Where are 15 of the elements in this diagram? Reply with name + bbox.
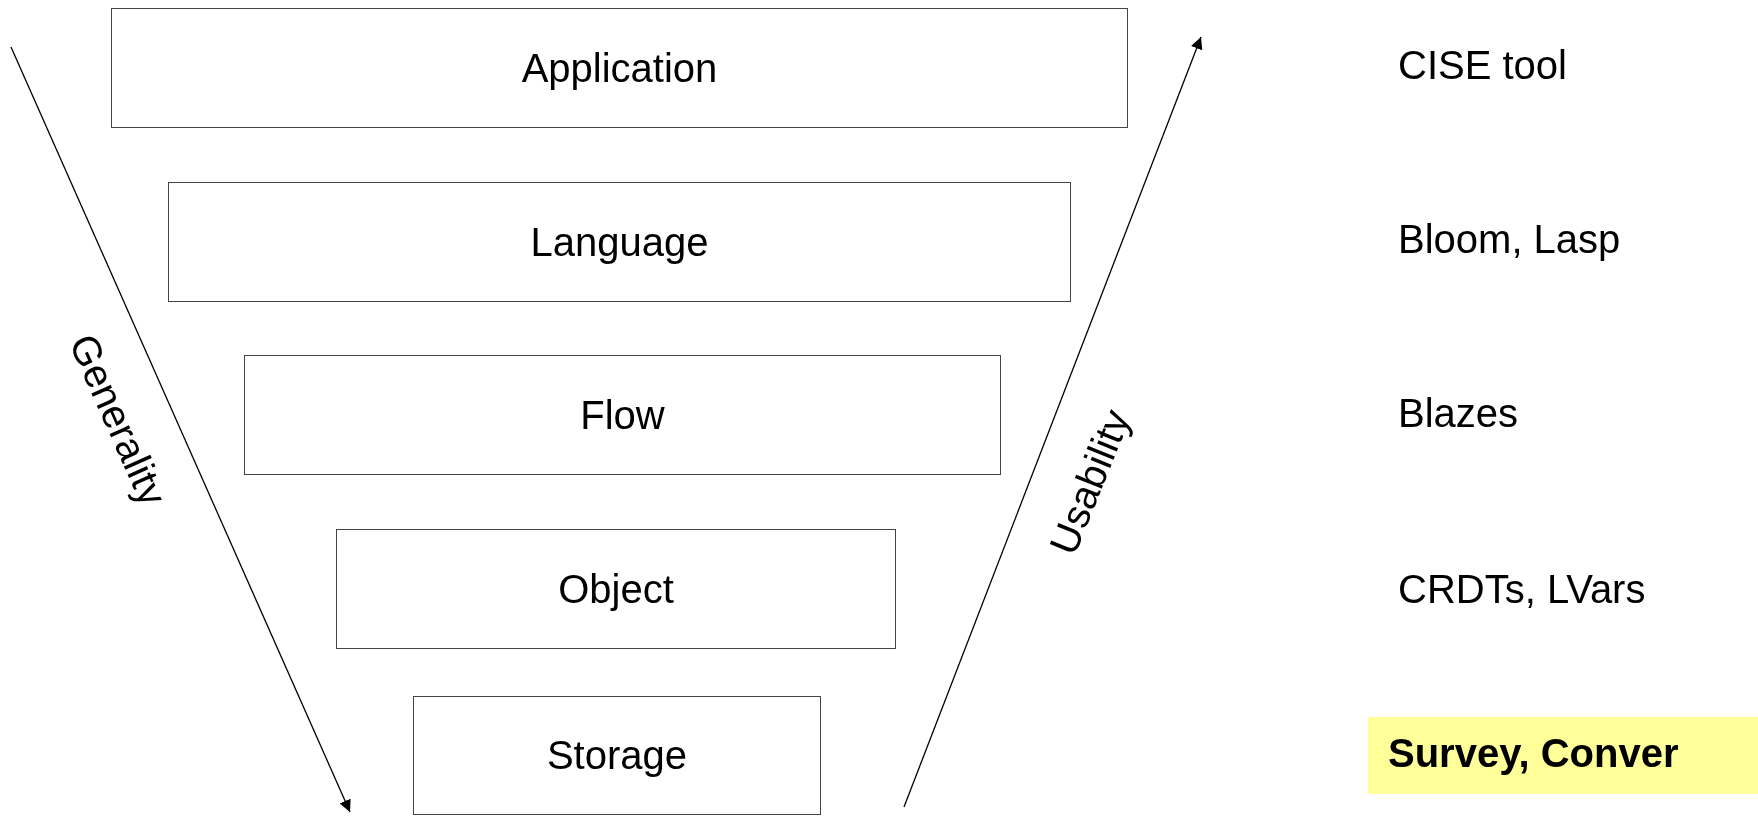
layer-name: Storage	[546, 733, 688, 778]
layer-name: Language	[530, 219, 709, 265]
highlighted-label: Survey, Conver	[1368, 717, 1758, 794]
layer-name: Object	[558, 566, 674, 612]
layer-name: Flow	[580, 392, 665, 438]
layer-box	[111, 8, 1128, 128]
layer-box	[244, 355, 1001, 475]
layer-box	[413, 696, 821, 815]
example-label: CRDTs, LVars	[1398, 567, 1646, 612]
layer-box	[336, 529, 896, 649]
layer-box	[168, 182, 1071, 302]
example-label: Blazes	[1398, 391, 1519, 436]
example-label: CISE tool	[1398, 43, 1567, 88]
layer-name: Application	[521, 45, 718, 91]
example-label: Bloom, Lasp	[1398, 217, 1621, 262]
